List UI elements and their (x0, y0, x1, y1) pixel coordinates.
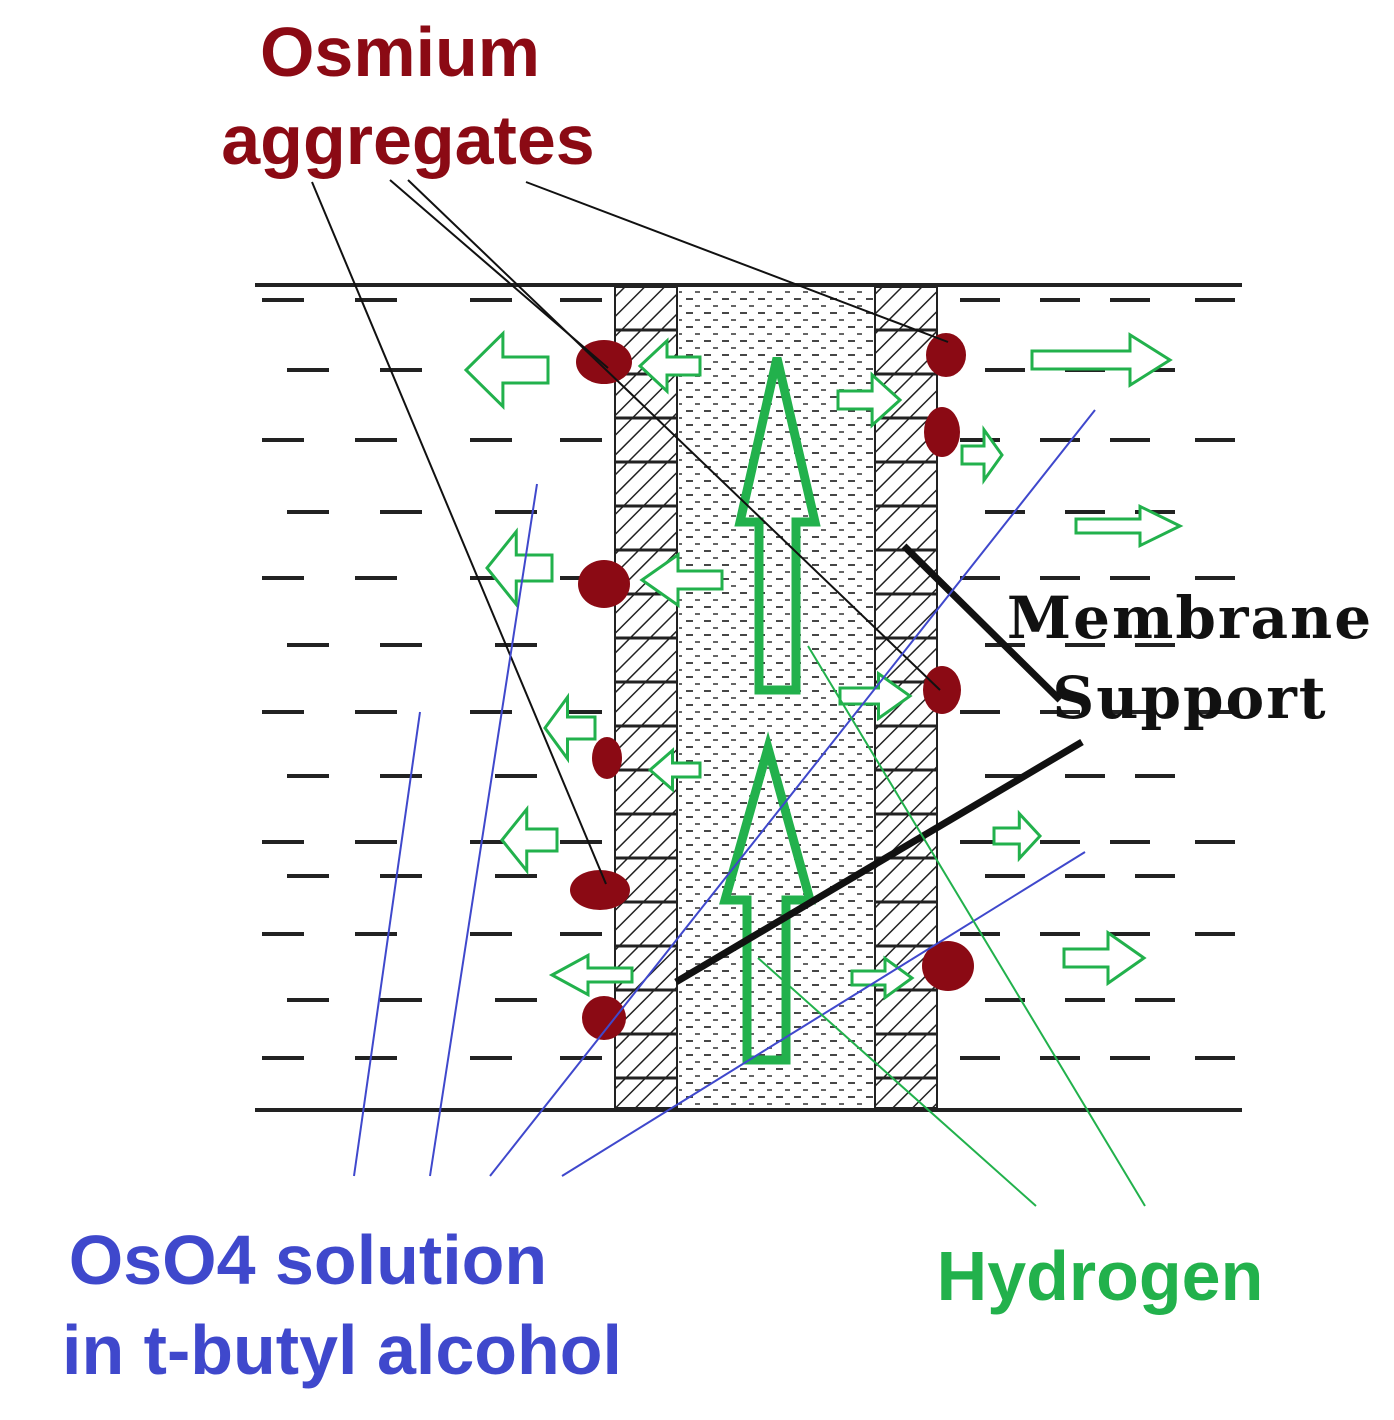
hydrogen-pointer (757, 957, 1037, 1207)
hydrogen-flow-arrows (719, 356, 821, 1065)
diffusion-arrow-icon (463, 330, 550, 410)
diffusion-arrow-icon (647, 747, 702, 793)
osmium-aggregate (924, 407, 960, 457)
osmium-pointer-lines (311, 179, 949, 885)
diffusion-arrow-icon (637, 337, 702, 395)
diffusion-arrow-icon (639, 551, 724, 609)
vessel-walls (255, 283, 1242, 1112)
diffusion-arrow-icon (960, 425, 1004, 485)
membrane-pointer (674, 738, 1084, 986)
osmium-aggregate (926, 333, 966, 377)
diffusion-arrow-icon (500, 804, 559, 876)
osmium-aggregate (592, 737, 622, 779)
osmium-aggregate (576, 340, 632, 384)
solution-pointer (353, 711, 421, 1177)
solution-pointer-lines (353, 409, 1096, 1177)
osmium-aggregate (922, 941, 974, 991)
diffusion-arrow-icon (543, 692, 597, 764)
membrane-label-line2: Support (1052, 664, 1327, 732)
hydrogen-pointer-lines (757, 645, 1146, 1207)
solution-pointer (489, 409, 1096, 1177)
osmium-aggregate (578, 560, 630, 608)
diffusion-arrow-icon (1074, 503, 1184, 549)
diffusion-arrow-icon (485, 527, 554, 609)
solution-pointer (561, 851, 1086, 1177)
osmium-aggregate-blobs (570, 333, 974, 1040)
diffusion-arrow-icon (836, 371, 903, 429)
membrane-wall-left (614, 286, 678, 1109)
osmium-aggregate (923, 666, 961, 714)
membrane-pointer (901, 543, 1063, 703)
hydrogen-label-text: Hydrogen (937, 1237, 1264, 1315)
osmium-pointer (525, 181, 949, 343)
osmium-label: Osmium aggregates (221, 13, 594, 179)
diffusion-arrow-icon (1030, 332, 1173, 388)
solution-pointer (429, 483, 538, 1177)
oso4-label-line2: in t-butyl alcohol (62, 1311, 622, 1389)
membrane-label: Membrane Support (1007, 584, 1373, 732)
hydrogen-label: Hydrogen (937, 1237, 1264, 1315)
oso4-label: OsO4 solution in t-butyl alcohol (62, 1221, 622, 1389)
osmium-aggregate (582, 996, 626, 1040)
hydrogen-arrow-lower (719, 731, 816, 1065)
osmium-label-line2: aggregates (221, 101, 594, 179)
hydrogen-arrow-upper (734, 356, 821, 695)
diffusion-arrow-icon (992, 809, 1043, 863)
osmium-pointer (311, 181, 607, 885)
diffusion-arrow-icon (548, 952, 634, 998)
oso4-label-line1: OsO4 solution (69, 1221, 547, 1299)
hydrogen-pointer (807, 645, 1146, 1207)
membrane-label-line1: Membrane (1007, 584, 1373, 652)
liquid-dashes-left (262, 298, 602, 1060)
osmium-pointer (407, 179, 941, 691)
diffusion-arrow-icon (1062, 929, 1147, 987)
osmium-aggregate (570, 870, 630, 910)
membrane-pointer-lines (674, 543, 1084, 986)
osmium-label-line1: Osmium (260, 13, 540, 91)
